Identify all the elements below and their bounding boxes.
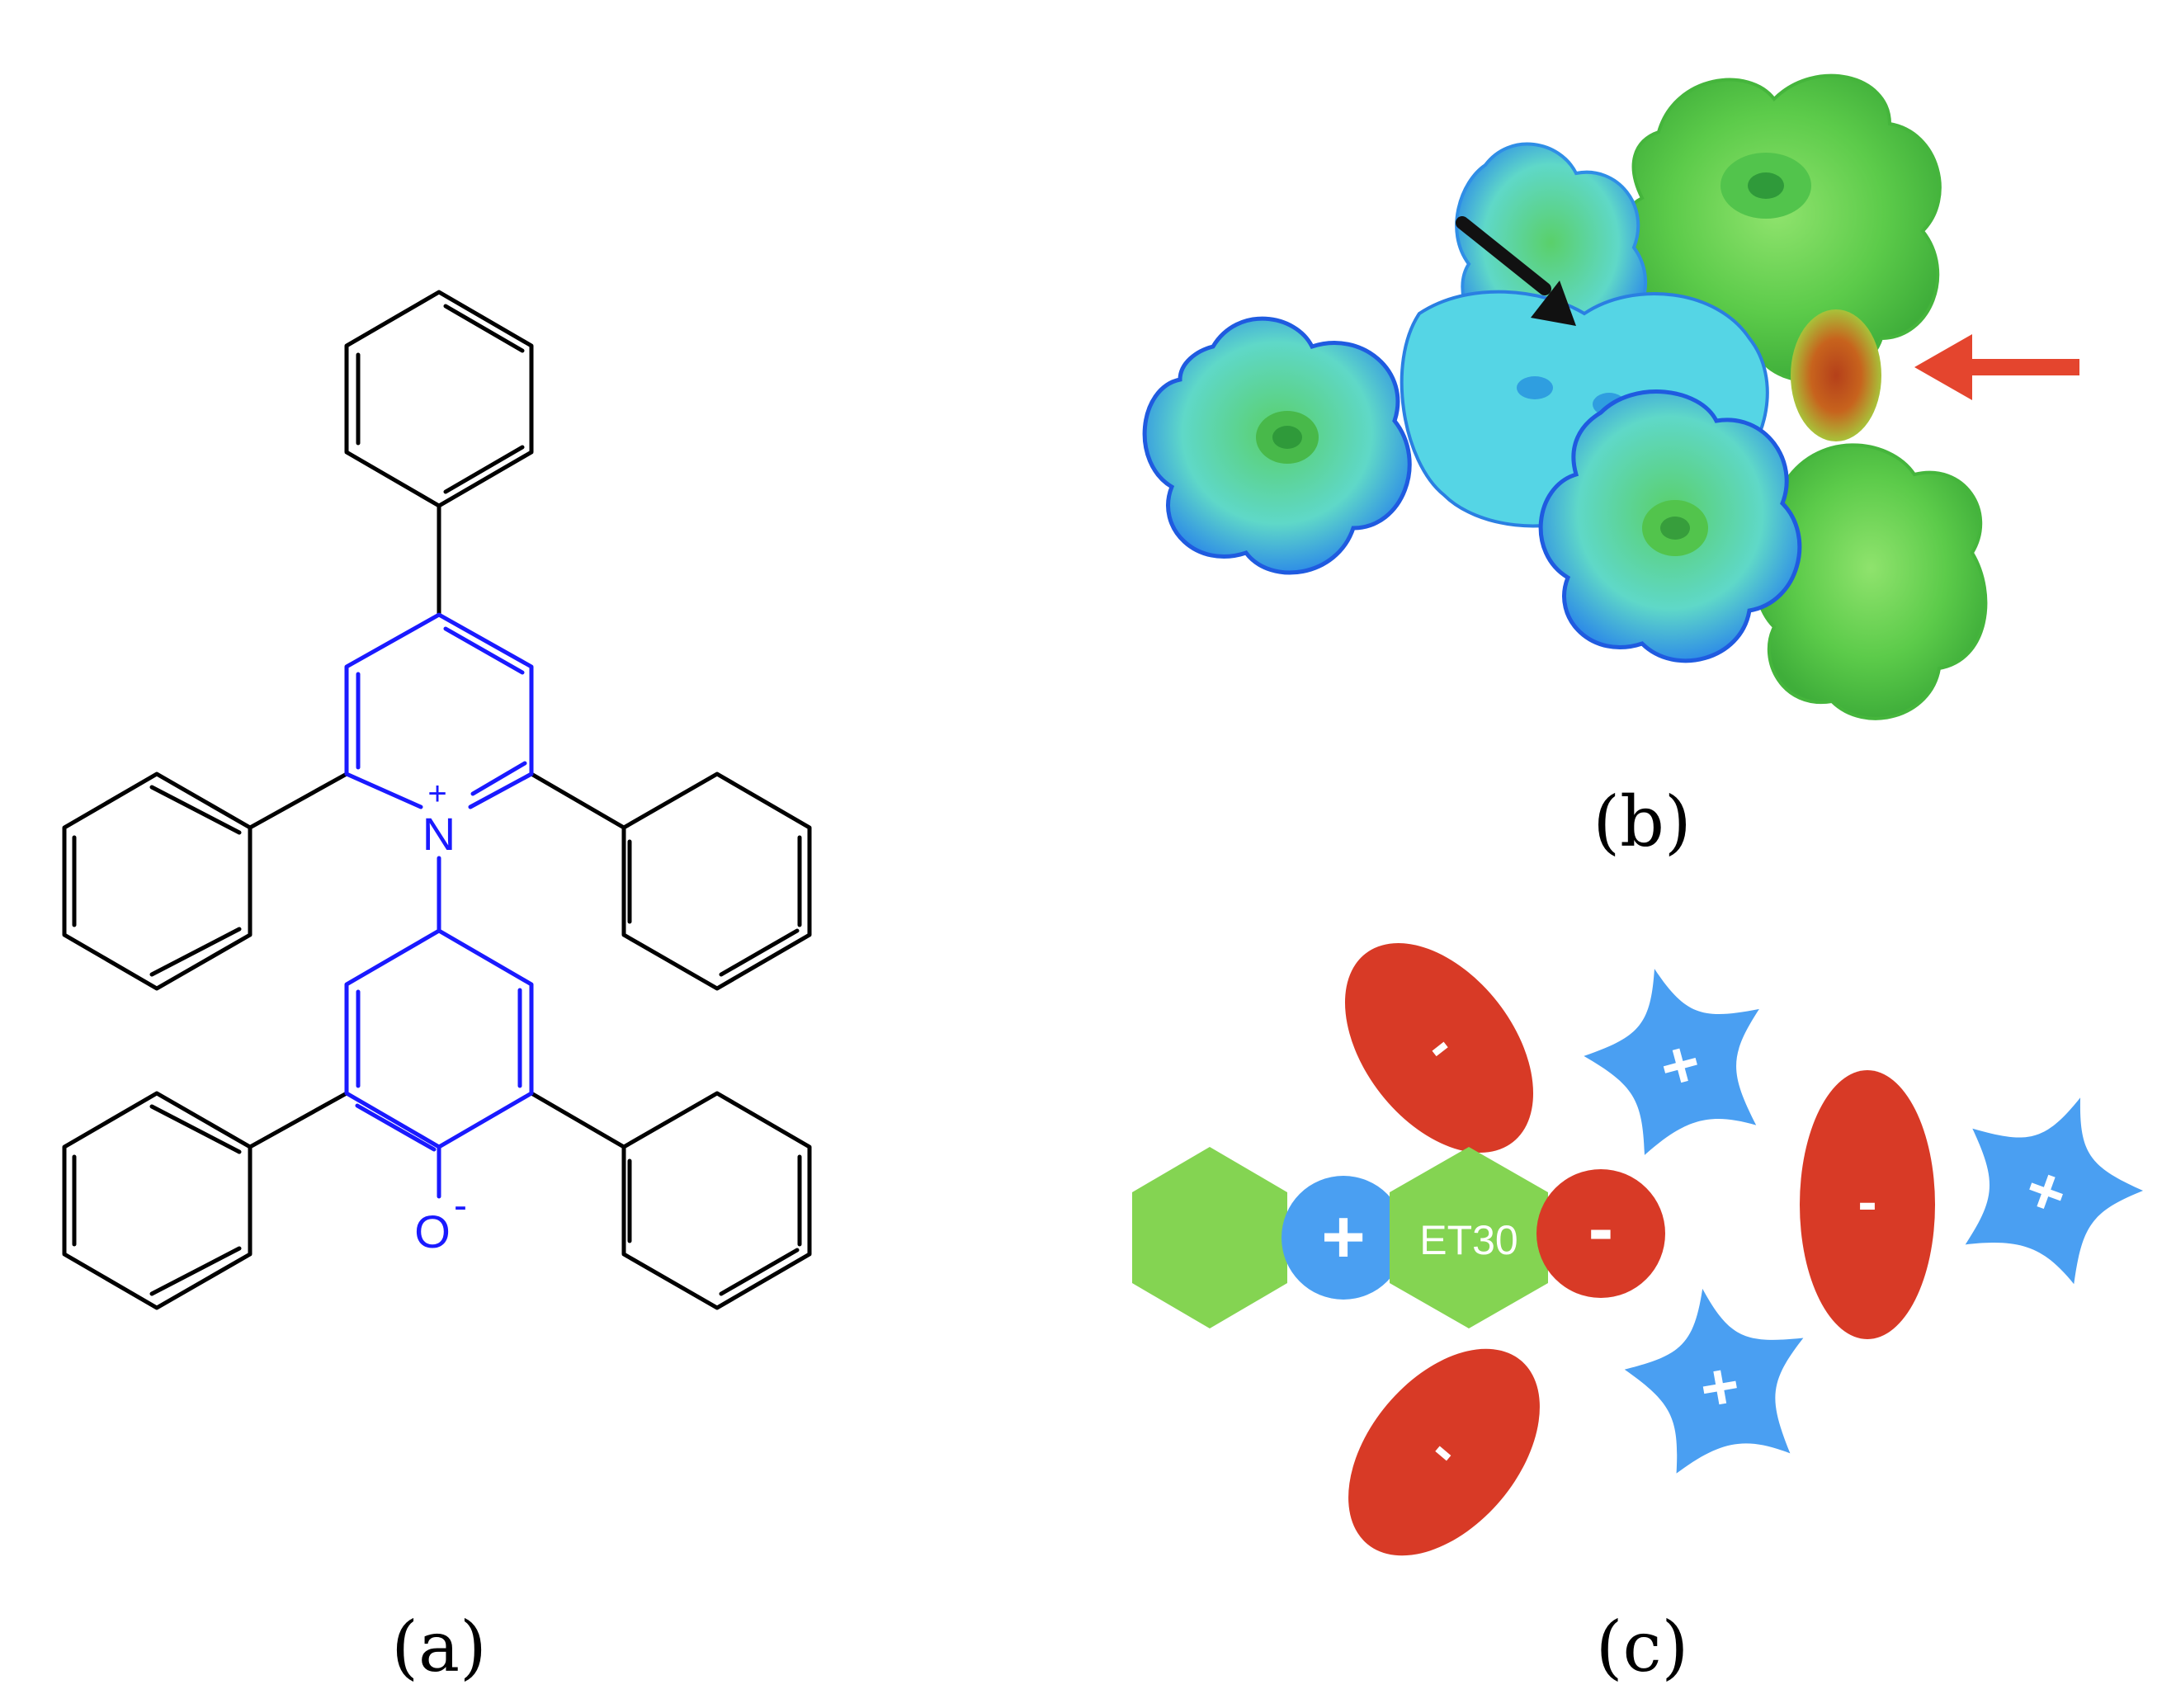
oxygen-charge: - (454, 1184, 467, 1228)
phenyl-ring-right-lower (529, 1091, 812, 1310)
anion-ellipse-right: - (1800, 1070, 1935, 1339)
panel-c-label: (c) (1596, 1607, 1689, 1687)
pyridinium-ring (344, 612, 534, 809)
esp-surface-panel: (b) (1142, 73, 2079, 862)
nitrogen-label: N (422, 808, 455, 860)
black-arrow (1456, 216, 1576, 326)
solvation-cartoon-panel: - - - + + + + ET30 (1132, 943, 2144, 1687)
red-arrow (1914, 334, 2079, 400)
structure-panel: N + O - (a) (62, 290, 812, 1687)
anion-sign: - (1857, 1169, 1876, 1234)
dye-cation-sign: + (1321, 1195, 1366, 1279)
dye-anion-circle (1536, 1169, 1665, 1298)
phenolate-ring (344, 928, 534, 1199)
dye-anion-sign: - (1588, 1187, 1614, 1271)
panel-b-label: (b) (1593, 781, 1691, 862)
esp-molecule-surface (1142, 73, 1988, 720)
cation-star-top: + (1584, 969, 1759, 1155)
cation-star-right: + (1965, 1097, 2144, 1285)
anion-ellipse-lower-left: - (1348, 1348, 1540, 1556)
dye-hexagon-left (1132, 1147, 1287, 1328)
nitrogen-charge: + (427, 776, 446, 812)
oxygen-label: O (414, 1206, 451, 1257)
phenyl-ring-top (344, 290, 534, 617)
panel-a-label: (a) (391, 1607, 487, 1687)
phenyl-ring-left-upper (62, 771, 349, 991)
dye-hexagon-center (1390, 1147, 1548, 1328)
phenyl-ring-right-upper (529, 771, 812, 991)
et30-dye-cartoon: + ET30 - (1132, 1147, 1665, 1328)
esp-oxygen-region (1791, 309, 1881, 441)
cation-star-bottom: + (1624, 1288, 1804, 1474)
dye-cation-circle (1282, 1176, 1405, 1300)
dye-label: ET30 (1419, 1217, 1518, 1263)
phenyl-ring-left-lower (62, 1091, 349, 1310)
anion-ellipse-upper-left: - (1344, 943, 1534, 1153)
